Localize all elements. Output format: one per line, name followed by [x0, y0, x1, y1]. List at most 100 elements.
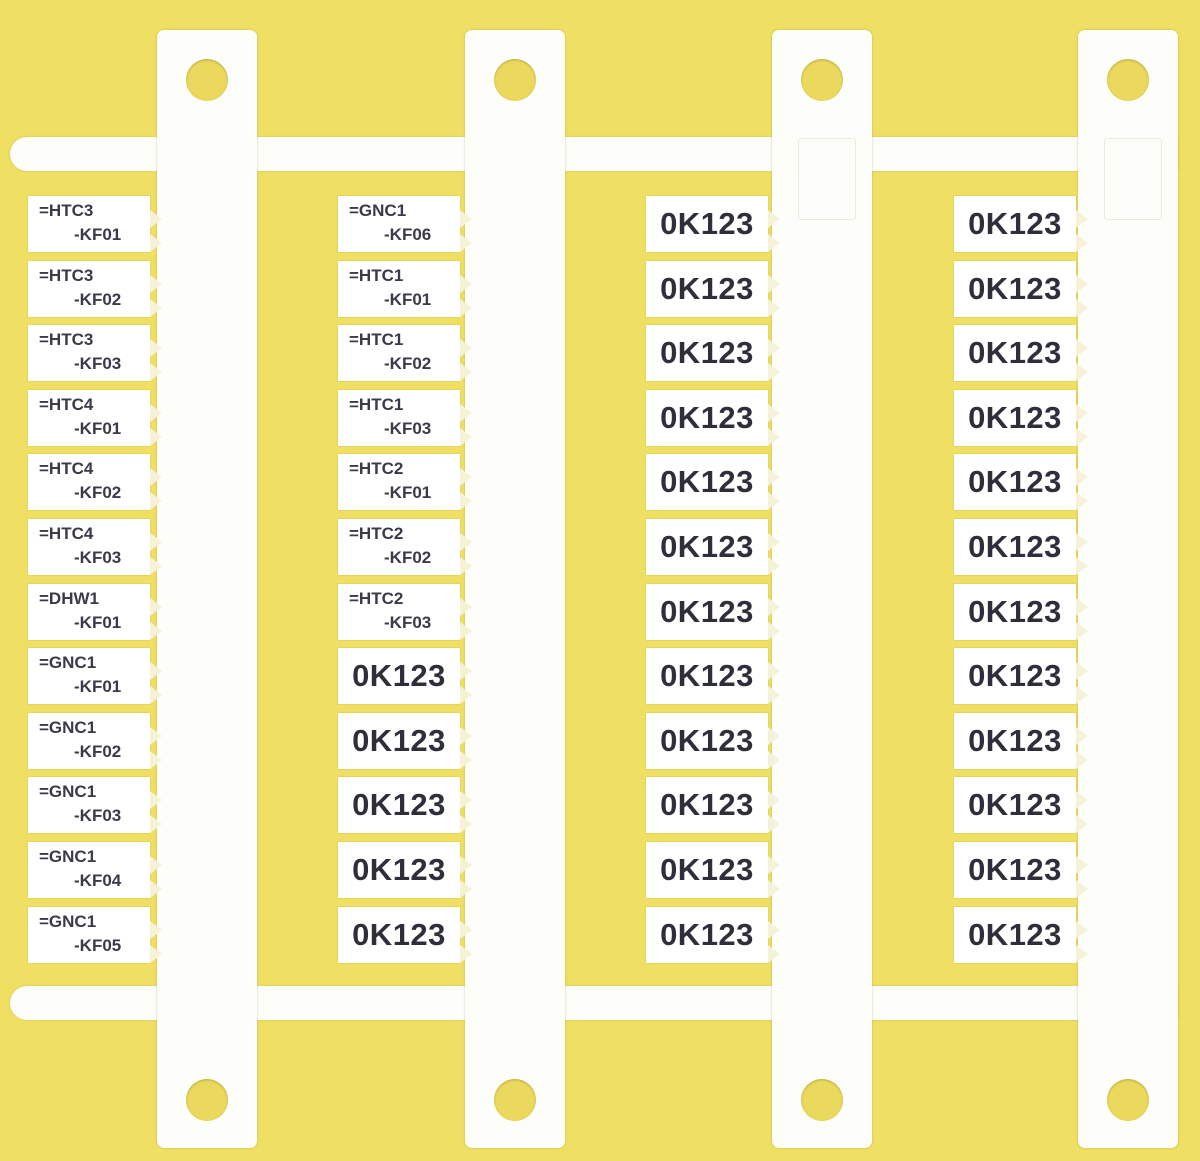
- marker-tag: =HTC1-KF01: [338, 261, 472, 317]
- tag-tooth: [768, 339, 780, 357]
- tag-tooth: [1076, 210, 1088, 228]
- tag-label: 0K123: [660, 335, 754, 370]
- tag-label: 0K123: [660, 594, 754, 629]
- marker-tag: 0K123: [954, 325, 1088, 381]
- tag-tooth: [150, 533, 162, 551]
- tag-tooth: [460, 945, 472, 963]
- tag-tooth: [1076, 492, 1088, 510]
- mounting-hole: [1107, 59, 1149, 101]
- tag-label: 0K123: [352, 917, 446, 952]
- tag-tooth: [768, 686, 780, 704]
- tag-label-line1: =GNC1: [39, 718, 97, 737]
- tag-label-line1: =HTC2: [349, 589, 404, 608]
- tag-tooth: [768, 791, 780, 809]
- mounting-hole: [186, 59, 228, 101]
- tag-tooth: [768, 921, 780, 939]
- tag-tooth: [768, 598, 780, 616]
- tag-label: 0K123: [352, 852, 446, 887]
- marker-tag: 0K123: [954, 777, 1088, 833]
- tag-tooth: [460, 686, 472, 704]
- marker-tag: 0K123: [646, 907, 780, 963]
- tag-tooth: [460, 299, 472, 317]
- marker-tag: 0K123: [646, 777, 780, 833]
- tag-tooth: [768, 210, 780, 228]
- tag-label-line1: =HTC1: [349, 395, 404, 414]
- embossed-mark: [798, 138, 856, 220]
- tag-label-line2: -KF02: [74, 290, 122, 309]
- tag-label-line2: -KF02: [74, 483, 122, 502]
- tag-label-line2: -KF03: [384, 613, 432, 632]
- tag-label-line2: -KF01: [384, 483, 432, 502]
- tag-tooth: [150, 299, 162, 317]
- marker-tag: 0K123: [646, 648, 780, 704]
- marker-tag: 0K123: [954, 648, 1088, 704]
- tag-label: 0K123: [660, 206, 754, 241]
- marker-tag: =GNC1-KF04: [28, 842, 162, 898]
- marker-tag: 0K123: [954, 390, 1088, 446]
- tag-label: 0K123: [660, 464, 754, 499]
- tag-tooth: [768, 299, 780, 317]
- tag-tooth: [150, 210, 162, 228]
- tag-label-line1: =HTC2: [349, 459, 404, 478]
- tag-tooth: [1076, 921, 1088, 939]
- mounting-hole: [801, 1079, 843, 1121]
- tag-label-line2: -KF01: [74, 613, 122, 632]
- marker-tag: 0K123: [954, 519, 1088, 575]
- tag-label-line1: =HTC1: [349, 330, 404, 349]
- tag-tooth: [1076, 275, 1088, 293]
- tag-label-line1: =HTC3: [39, 266, 94, 285]
- tag-tooth: [768, 468, 780, 486]
- marker-tag: 0K123: [646, 519, 780, 575]
- marker-tag: =HTC4 -KF01: [28, 390, 162, 446]
- marker-tag: =HTC1-KF03: [338, 390, 472, 446]
- tag-label-line1: =HTC2: [349, 524, 404, 543]
- tag-tooth: [150, 880, 162, 898]
- tag-label-line1: =HTC4: [39, 395, 94, 414]
- tag-tooth: [768, 363, 780, 381]
- marker-tag: 0K123: [954, 196, 1088, 252]
- tag-tooth: [1076, 622, 1088, 640]
- tag-tooth: [150, 751, 162, 769]
- tag-label: 0K123: [968, 723, 1062, 758]
- tag-tooth: [1076, 299, 1088, 317]
- tag-tooth: [150, 856, 162, 874]
- tag-label-line2: -KF01: [74, 419, 122, 438]
- tag-tooth: [768, 662, 780, 680]
- tag-tooth: [150, 363, 162, 381]
- tag-tooth: [150, 339, 162, 357]
- tag-tooth: [1076, 404, 1088, 422]
- tag-label-line2: -KF02: [384, 548, 432, 567]
- tag-tooth: [460, 880, 472, 898]
- marker-tag: =GNC1-KF01: [28, 648, 162, 704]
- tag-tooth: [768, 275, 780, 293]
- tag-label: 0K123: [352, 658, 446, 693]
- tag-tooth: [768, 815, 780, 833]
- tag-label-line1: =HTC3: [39, 330, 94, 349]
- tag-tooth: [768, 880, 780, 898]
- marker-tag: 0K123: [646, 196, 780, 252]
- marker-tag: 0K123: [954, 907, 1088, 963]
- marker-tag: =HTC1-KF02: [338, 325, 472, 381]
- tag-tooth: [768, 622, 780, 640]
- tag-label: 0K123: [660, 917, 754, 952]
- tag-tooth: [460, 557, 472, 575]
- carrier-strip-4: [1078, 30, 1178, 1148]
- mounting-hole: [494, 1079, 536, 1121]
- marker-tag: =HTC2 -KF01: [338, 454, 472, 510]
- marker-tag: 0K123: [338, 907, 472, 963]
- tag-tooth: [1076, 751, 1088, 769]
- tag-label: 0K123: [660, 787, 754, 822]
- marker-tag: =HTC4-KF03: [28, 519, 162, 575]
- embossed-mark: [1104, 138, 1162, 220]
- tag-tooth: [460, 622, 472, 640]
- marker-tag: =HTC2 -KF03: [338, 584, 472, 640]
- tag-label: 0K123: [968, 917, 1062, 952]
- tag-tooth: [768, 945, 780, 963]
- marker-tag: 0K123: [954, 713, 1088, 769]
- tag-tooth: [150, 557, 162, 575]
- tag-tooth: [460, 533, 472, 551]
- marker-tag: 0K123: [646, 454, 780, 510]
- tag-tooth: [1076, 598, 1088, 616]
- tag-label: 0K123: [660, 400, 754, 435]
- tag-label-line1: =HTC4: [39, 524, 94, 543]
